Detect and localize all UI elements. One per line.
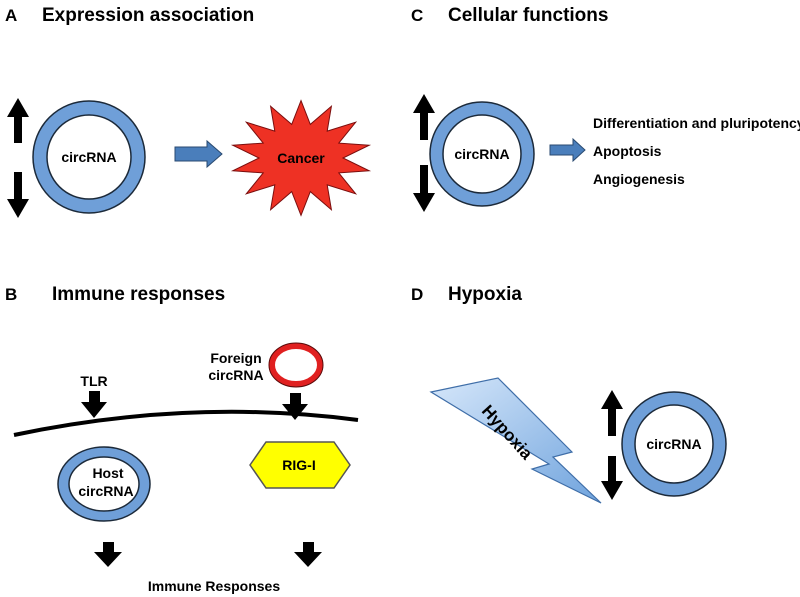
tlr-down-arrow <box>81 391 107 418</box>
panel-b-letter: B <box>5 285 17 304</box>
downregulation-arrow <box>7 172 29 218</box>
cell-membrane <box>13 409 359 437</box>
cancer-starburst-icon <box>230 99 372 217</box>
upregulation-arrow <box>601 390 623 436</box>
circrna-label: circRNA <box>454 146 509 162</box>
downregulation-arrow <box>413 165 435 212</box>
function-differentiation: Differentiation and pluripotency <box>593 115 800 131</box>
function-angiogenesis: Angiogenesis <box>593 171 685 187</box>
panel-d: D Hypoxia Hypoxia circRNA <box>411 284 727 504</box>
circrna-label: circRNA <box>646 436 701 452</box>
immune-down-arrow <box>94 542 122 567</box>
circrna-label: circRNA <box>61 149 116 165</box>
foreign-label-line2: circRNA <box>208 367 263 383</box>
circrna-ring-hole <box>634 404 714 484</box>
immune-down-arrow <box>294 542 322 567</box>
panel-a: A Expression association circRNA Cancer <box>5 5 372 218</box>
upregulation-arrow <box>7 98 29 143</box>
foreign-circrna-ring <box>269 343 323 387</box>
panel-b-title: Immune responses <box>52 284 225 305</box>
cancer-label: Cancer <box>277 150 325 166</box>
foreign-down-arrow <box>282 393 308 420</box>
upregulation-arrow <box>413 94 435 140</box>
host-circrna-ring-hole <box>68 456 140 512</box>
host-label-line1: Host <box>92 465 123 481</box>
blue-arrow-icon <box>174 139 223 169</box>
panel-b: B Immune responses TLR Foreign circRNA H… <box>5 284 359 594</box>
blue-arrow-icon <box>549 137 586 163</box>
immune-responses-label: Immune Responses <box>148 578 280 594</box>
foreign-circrna-ring-outline <box>268 342 324 388</box>
panel-d-letter: D <box>411 285 423 304</box>
hypoxia-lightning-bolt-icon <box>429 377 602 504</box>
rig-i-hexagon <box>249 441 351 489</box>
panel-a-letter: A <box>5 6 17 25</box>
panel-c-title: Cellular functions <box>448 5 608 26</box>
rig-i-label: RIG-I <box>282 457 315 473</box>
panel-c: C Cellular functions circRNA Differentia… <box>411 5 800 212</box>
host-label-line2: circRNA <box>78 483 133 499</box>
foreign-label-line1: Foreign <box>210 350 261 366</box>
panel-c-letter: C <box>411 6 423 25</box>
circrna-ring-hole <box>46 114 132 200</box>
panel-d-title: Hypoxia <box>448 284 522 305</box>
circrna-ring-hole <box>442 114 522 194</box>
panel-a-title: Expression association <box>42 5 254 26</box>
function-apoptosis: Apoptosis <box>593 143 662 159</box>
downregulation-arrow <box>601 456 623 500</box>
tlr-label: TLR <box>80 373 107 389</box>
